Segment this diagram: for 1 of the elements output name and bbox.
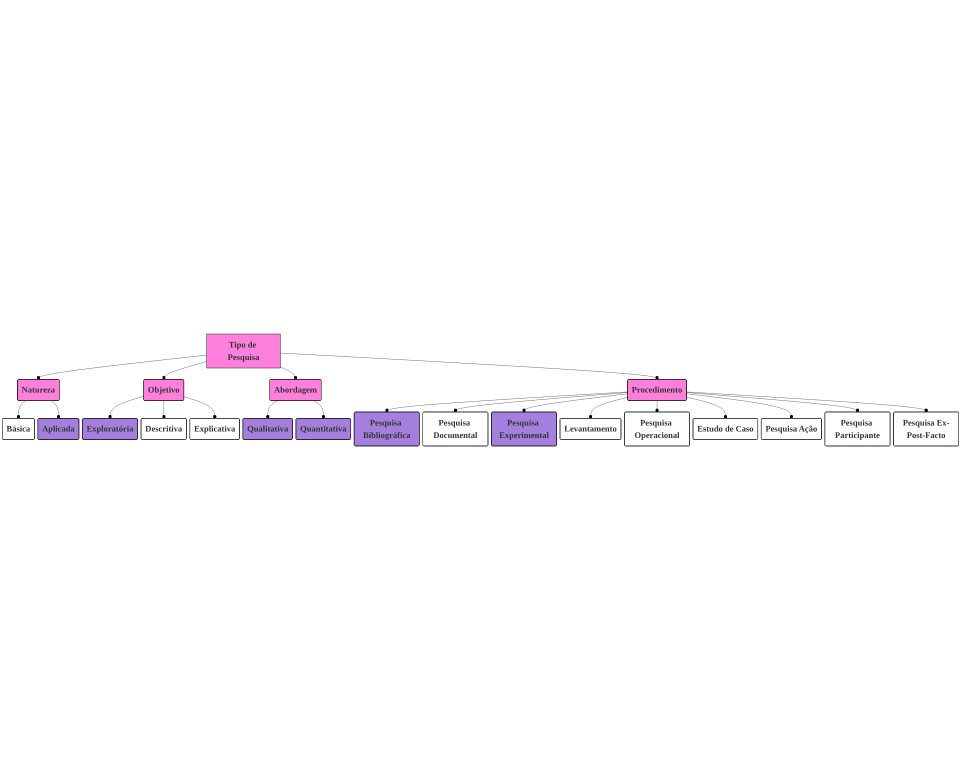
node-box: Tipo de Pesquisa [206,334,281,368]
